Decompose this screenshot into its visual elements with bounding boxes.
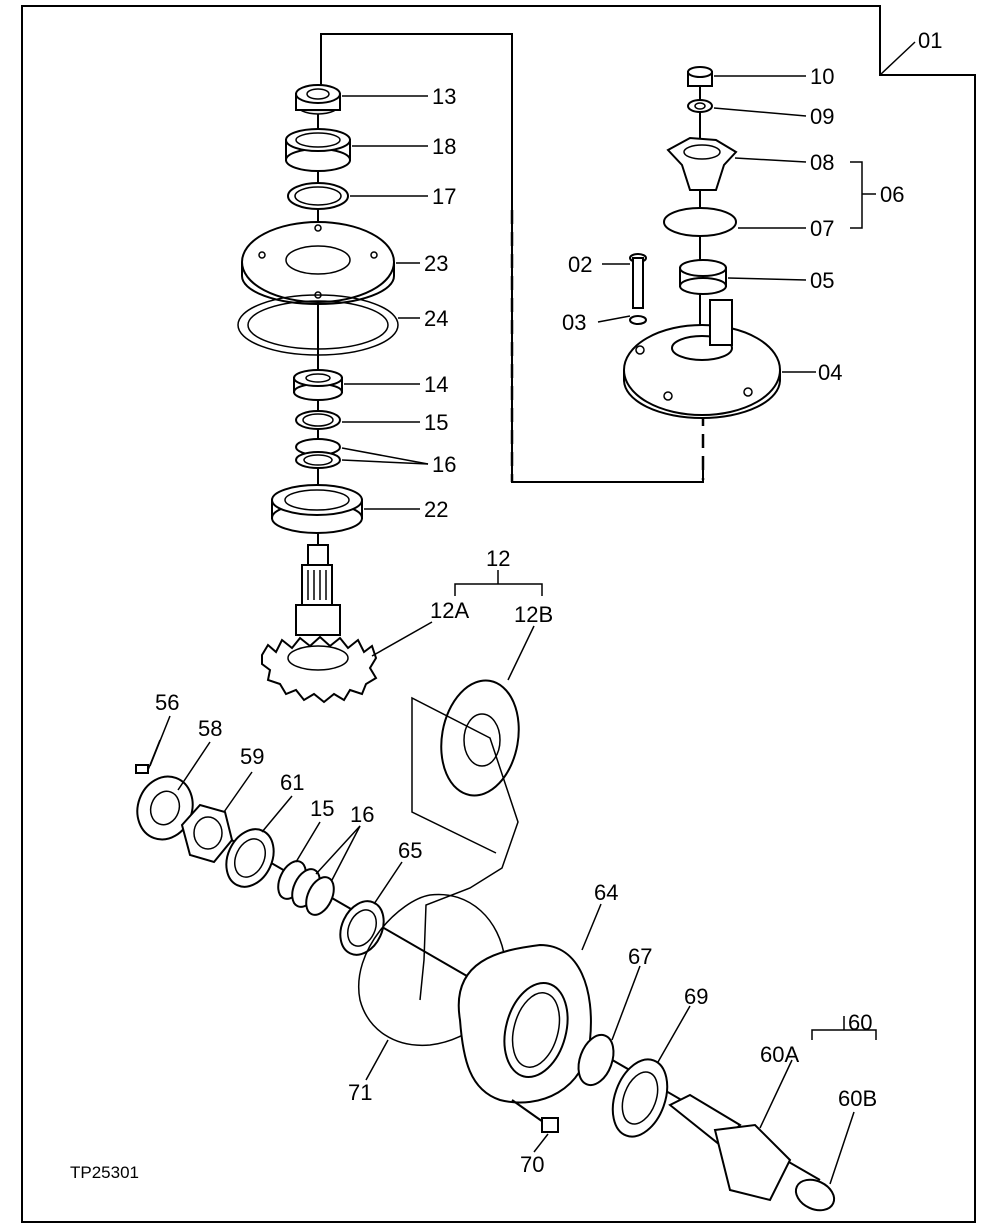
label-09: 09	[810, 104, 834, 129]
label-10: 10	[810, 64, 834, 89]
label-18: 18	[432, 134, 456, 159]
cap-screw-02	[629, 253, 647, 309]
bearing-cup-67	[577, 1033, 615, 1087]
label-59: 59	[240, 744, 264, 769]
label-69: 69	[684, 984, 708, 1009]
label-23: 23	[424, 251, 448, 276]
shims-16-upper	[295, 438, 341, 469]
label-24: 24	[424, 306, 448, 331]
label-15-upper: 15	[424, 410, 448, 435]
label-16-upper: 16	[432, 452, 456, 477]
bearing-69	[611, 1058, 669, 1138]
housing-64	[457, 943, 592, 1104]
label-02: 02	[568, 252, 592, 277]
label-60B: 60B	[838, 1086, 877, 1111]
washer-09	[687, 99, 713, 113]
label-12A: 12A	[430, 598, 469, 623]
bearing-60B	[794, 1178, 836, 1212]
label-17: 17	[432, 184, 456, 209]
bearing-cone-14	[293, 369, 343, 401]
flange-plate-23	[241, 221, 395, 305]
pinion-shaft-12A	[261, 544, 378, 704]
label-70: 70	[520, 1152, 544, 1177]
bearing-cup-22	[271, 484, 363, 534]
label-64: 64	[594, 880, 618, 905]
screw-56	[135, 739, 161, 774]
washer-03	[629, 315, 647, 325]
leader-01	[879, 41, 916, 76]
cap-screw-10	[687, 66, 713, 87]
shims-16-lower	[291, 868, 335, 916]
label-04: 04	[818, 360, 842, 385]
label-14: 14	[424, 372, 448, 397]
ring-15-upper	[295, 410, 341, 430]
label-22: 22	[424, 497, 448, 522]
label-60: 60	[848, 1010, 872, 1035]
label-58: 58	[198, 716, 222, 741]
breather-housing-08	[666, 136, 738, 191]
label-06: 06	[880, 182, 904, 207]
label-12B: 12B	[514, 602, 553, 627]
label-71: 71	[348, 1080, 372, 1105]
bolt-70	[511, 1099, 559, 1133]
gasket-07	[663, 207, 737, 237]
label-56: 56	[155, 690, 179, 715]
label-05: 05	[810, 268, 834, 293]
label-13: 13	[432, 84, 456, 109]
nut-59	[180, 803, 234, 864]
figure-id: TP25301	[70, 1163, 139, 1182]
label-03: 03	[562, 310, 586, 335]
seal-17	[287, 182, 349, 210]
label-65: 65	[398, 838, 422, 863]
cover-04	[623, 299, 781, 419]
label-15-lower: 15	[310, 796, 334, 821]
label-60A: 60A	[760, 1042, 799, 1067]
label-12: 12	[486, 546, 510, 571]
label-08: 08	[810, 150, 834, 175]
label-67: 67	[628, 944, 652, 969]
label-61: 61	[280, 770, 304, 795]
pinion-shaft-60A	[668, 1093, 792, 1202]
label-16-lower: 16	[350, 802, 374, 827]
frame-border	[21, 5, 976, 1223]
leader-lines	[149, 75, 877, 1185]
gasket-24	[237, 294, 399, 356]
bearing-cup-18	[285, 128, 351, 172]
label-07: 07	[810, 216, 834, 241]
ring-gear-12B	[440, 679, 520, 797]
label-01: 01	[918, 28, 942, 53]
bearing-cone-13	[295, 84, 341, 115]
bearing-05	[679, 259, 727, 295]
